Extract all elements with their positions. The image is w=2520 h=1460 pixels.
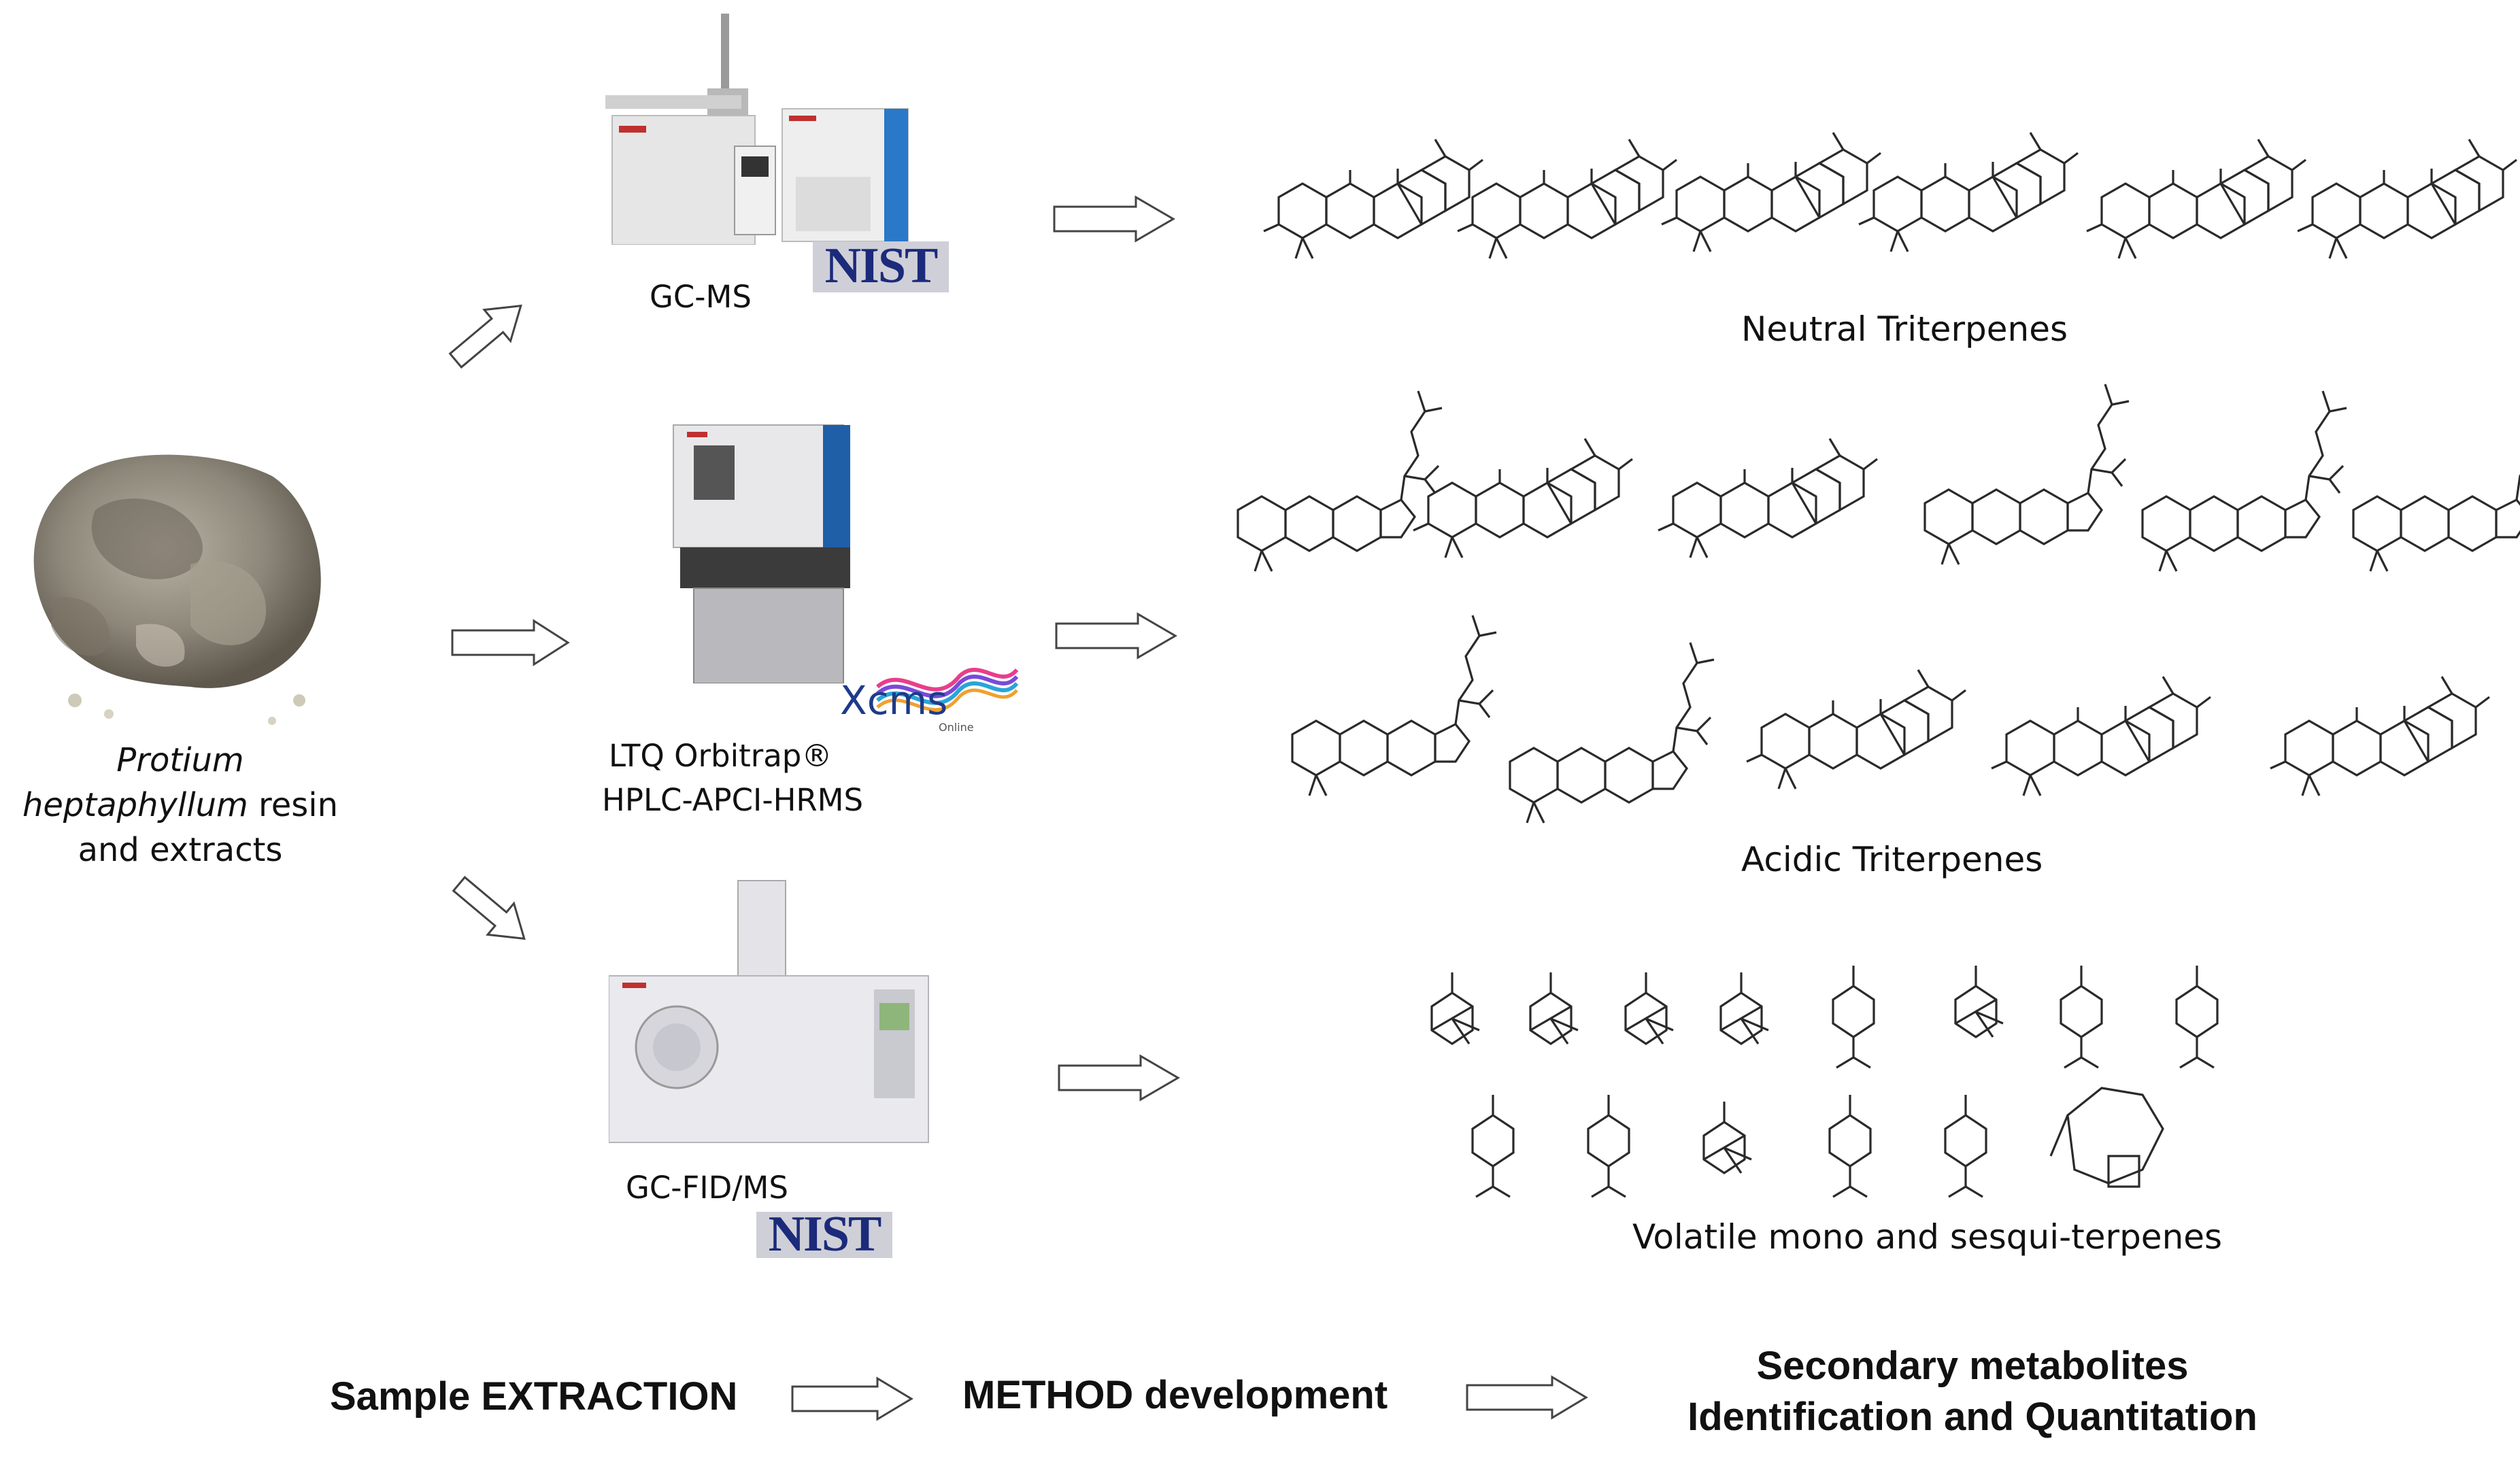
arrow-to-gcfid	[452, 875, 526, 940]
arrow-to-orbitrap	[451, 619, 570, 666]
sample-caption-line1: Protium	[116, 741, 244, 779]
xcms-logo: Xcms Online	[840, 668, 1019, 734]
gcms-instrument-image	[605, 14, 909, 245]
workflow-step-extraction: Sample EXTRACTION	[330, 1374, 738, 1419]
sample-caption-resin: resin	[248, 786, 339, 824]
workflow-step-identification-line1: Secondary metabolites	[1756, 1344, 2189, 1388]
nist-logo-2: NIST	[756, 1209, 892, 1259]
instrument-gcfid-label: GC-FID/MS	[626, 1170, 788, 1206]
category-volatile-terpenes: Volatile mono and sesqui-terpenes	[1632, 1217, 2223, 1257]
orbitrap-instrument-image	[673, 424, 850, 683]
caryophyllene-structure	[2049, 1087, 2164, 1188]
instrument-gcms-label: GC-MS	[650, 279, 752, 315]
arrow-to-neutral	[1053, 195, 1175, 243]
arrow-to-volatile	[1058, 1054, 1180, 1102]
arrow-workflow-2	[1466, 1375, 1588, 1420]
xcms-logo-subtext: Online	[939, 721, 974, 734]
sample-caption: Protium heptaphyllum resin and extracts	[14, 738, 347, 872]
resin-photo	[33, 454, 321, 725]
arrow-to-gcms	[448, 304, 522, 369]
instrument-orbitrap-label-1: LTQ Orbitrap®	[609, 738, 833, 774]
workflow-step-identification-line2: Identification and Quantitation	[1687, 1395, 2257, 1439]
nist-logo-1: NIST	[813, 241, 949, 292]
instrument-orbitrap-label-2: HPLC-APCI-HRMS	[602, 782, 864, 818]
sample-caption-line3: and extracts	[78, 831, 283, 869]
xcms-logo-text: Xcms	[840, 677, 947, 724]
workflow-step-method: METHOD development	[962, 1373, 1388, 1417]
category-acidic-triterpenes: Acidic Triterpenes	[1741, 840, 2043, 879]
sample-caption-species: heptaphyllum	[22, 786, 248, 824]
arrow-to-acidic	[1055, 612, 1177, 660]
gcfid-instrument-image	[609, 880, 929, 1143]
category-neutral-triterpenes: Neutral Triterpenes	[1741, 309, 2068, 349]
arrow-workflow-1	[791, 1376, 913, 1421]
workflow-step-identification: Secondary metabolites Identification and…	[1677, 1343, 2268, 1440]
